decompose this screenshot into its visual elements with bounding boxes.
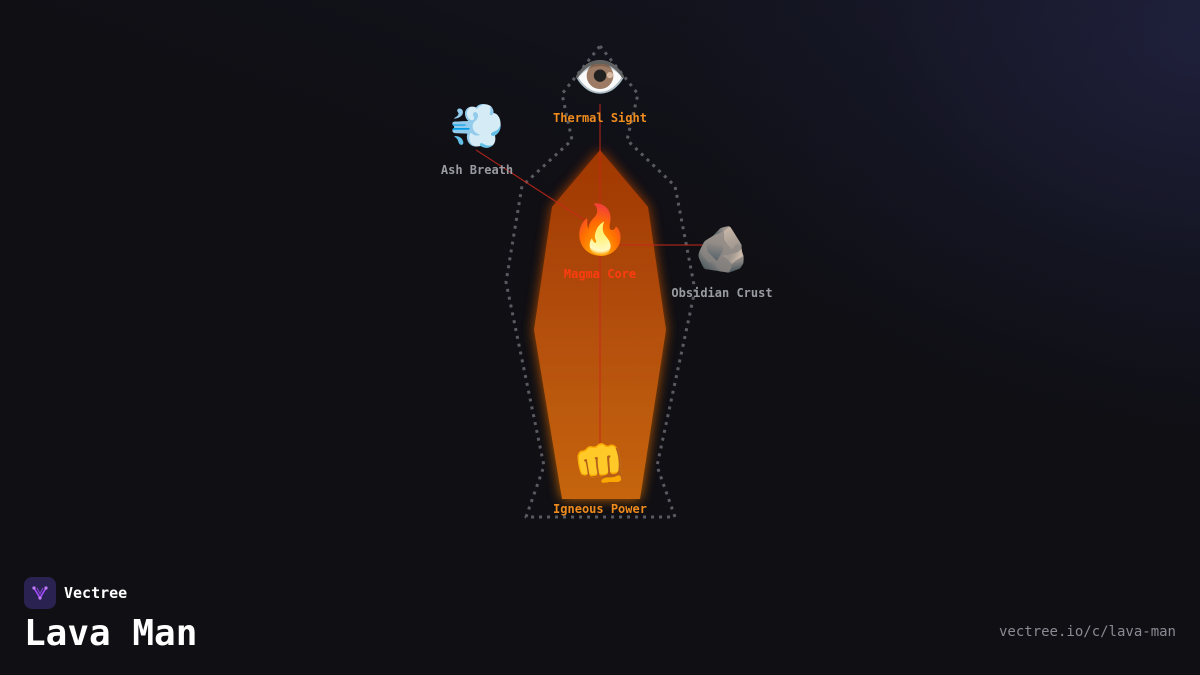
label-magma-core: Magma Core <box>563 267 637 281</box>
node-obsidian-crust[interactable]: 🪨 <box>695 228 750 272</box>
label-thermal-sight: Thermal Sight <box>553 111 647 125</box>
connector-ash-breath <box>475 149 601 231</box>
fist-icon: 👊 <box>572 439 628 490</box>
label-igneous-power: Igneous Power <box>553 502 647 516</box>
dash-wind-icon: 💨 <box>449 101 505 152</box>
brand-name: Vectree <box>64 584 128 602</box>
label-ash-breath: Ash Breath <box>440 163 514 177</box>
eye-icon: 👁️ <box>572 52 628 103</box>
page-title: Lava Man <box>24 613 198 654</box>
vectree-logo-icon <box>24 577 56 609</box>
page-url[interactable]: vectree.io/c/lava-man <box>998 624 1176 640</box>
fire-icon: 🔥 <box>570 202 630 258</box>
node-magma-core[interactable]: 🔥 <box>570 206 630 254</box>
rock-icon: 🪨 <box>694 224 750 275</box>
node-igneous-power[interactable]: 👊 <box>573 443 628 487</box>
node-thermal-sight[interactable]: 👁️ <box>573 56 628 100</box>
node-ash-breath[interactable]: 💨 <box>450 105 505 149</box>
label-obsidian-crust: Obsidian Crust <box>671 286 773 300</box>
brand[interactable]: Vectree <box>24 577 127 609</box>
